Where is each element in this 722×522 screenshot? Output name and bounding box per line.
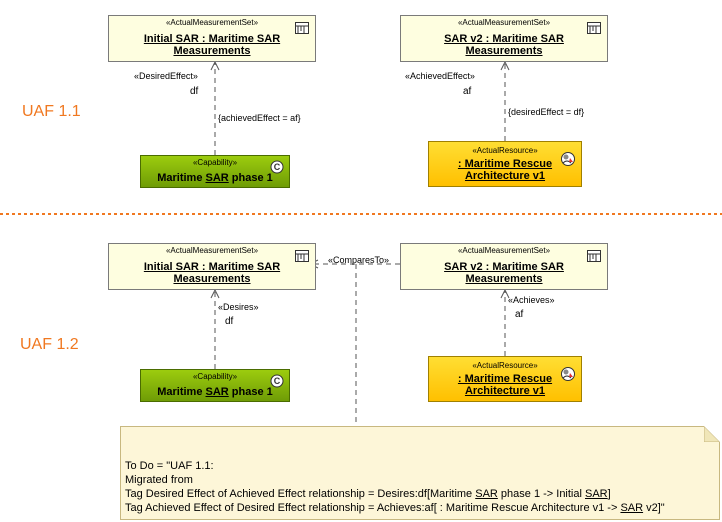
uaf-1-1-label: UAF 1.1 xyxy=(22,103,81,120)
sar-v2-measurement-set[interactable]: «ActualMeasurementSet» SAR v2 : Maritime… xyxy=(400,15,608,62)
todo-note[interactable]: To Do = "UAF 1.1: Migrated from Tag Desi… xyxy=(120,426,720,520)
element-name: Initial SAR : Maritime SAR Measurements xyxy=(143,261,281,285)
achieved-effect-stereotype: «AchievedEffect» xyxy=(405,71,475,81)
svg-text:C: C xyxy=(274,376,281,386)
desires-arrowhead xyxy=(210,288,220,299)
note-line-4: Tag Achieved Effect of Desired Effect re… xyxy=(125,502,665,514)
achieves-arrowhead xyxy=(500,288,510,299)
stereotype-label: «ActualResource» xyxy=(472,361,538,370)
element-name: Maritime SAR phase 1 xyxy=(157,386,273,398)
measurement-set-icon xyxy=(295,250,309,262)
note-line-3: Tag Desired Effect of Achieved Effect re… xyxy=(125,488,611,500)
note-line-1: To Do = "UAF 1.1: xyxy=(125,460,214,472)
desired-effect-role: df xyxy=(190,86,199,97)
compares-to-stereotype: «ComparesTo» xyxy=(328,255,390,265)
stereotype-label: «ActualMeasurementSet» xyxy=(165,18,259,27)
note-line-2: Migrated from xyxy=(125,474,193,486)
stereotype-label: «Capability» xyxy=(192,158,238,167)
capability-maritime-sar-phase-1[interactable]: «Capability» Maritime SAR phase 1 C xyxy=(140,155,290,188)
element-name: SAR v2 : Maritime SAR Measurements xyxy=(444,33,564,57)
achieved-effect-arrowhead xyxy=(500,60,510,71)
measurement-set-icon xyxy=(295,22,309,34)
stereotype-label: «ActualMeasurementSet» xyxy=(457,246,551,255)
resource-maritime-rescue-architecture-v1[interactable]: «ActualResource» : Maritime Rescue Archi… xyxy=(428,141,582,187)
element-name: : Maritime Rescue Architecture v1 xyxy=(457,158,553,182)
achieved-effect-constraint: {desiredEffect = df} xyxy=(508,107,585,117)
achieved-effect-role: af xyxy=(463,86,472,97)
capability-maritime-sar-phase-1-1-2[interactable]: «Capability» Maritime SAR phase 1 C xyxy=(140,369,290,402)
measurement-set-icon xyxy=(587,250,601,262)
stereotype-label: «ActualMeasurementSet» xyxy=(457,18,551,27)
achieves-stereotype: «Achieves» xyxy=(508,295,555,305)
element-name: Initial SAR : Maritime SAR Measurements xyxy=(143,33,281,57)
initial-sar-measurement-set[interactable]: «ActualMeasurementSet» Initial SAR : Mar… xyxy=(108,15,316,62)
uaf-1-2-label: UAF 1.2 xyxy=(20,336,79,353)
initial-sar-measurement-set-1-2[interactable]: «ActualMeasurementSet» Initial SAR : Mar… xyxy=(108,243,316,290)
resource-icon xyxy=(561,367,575,381)
note-folded-corner-icon xyxy=(704,426,720,442)
capability-icon: C xyxy=(270,374,284,388)
stereotype-label: «Capability» xyxy=(192,372,238,381)
achieves-role: af xyxy=(515,309,524,320)
desired-effect-arrowhead xyxy=(210,60,220,71)
desires-role: df xyxy=(225,316,234,327)
measurement-set-icon xyxy=(587,22,601,34)
capability-icon: C xyxy=(270,160,284,174)
element-name: SAR v2 : Maritime SAR Measurements xyxy=(444,261,564,285)
desired-effect-constraint: {achievedEffect = af} xyxy=(218,113,301,123)
stereotype-label: «ActualMeasurementSet» xyxy=(165,246,259,255)
stereotype-label: «ActualResource» xyxy=(472,146,538,155)
element-name: : Maritime Rescue Architecture v1 xyxy=(457,373,553,397)
sar-v2-measurement-set-1-2[interactable]: «ActualMeasurementSet» SAR v2 : Maritime… xyxy=(400,243,608,290)
desired-effect-stereotype: «DesiredEffect» xyxy=(134,71,198,81)
svg-text:C: C xyxy=(274,162,281,172)
element-name: Maritime SAR phase 1 xyxy=(157,172,273,184)
desires-stereotype: «Desires» xyxy=(218,302,259,312)
resource-maritime-rescue-architecture-v1-1-2[interactable]: «ActualResource» : Maritime Rescue Archi… xyxy=(428,356,582,402)
resource-icon xyxy=(561,152,575,166)
